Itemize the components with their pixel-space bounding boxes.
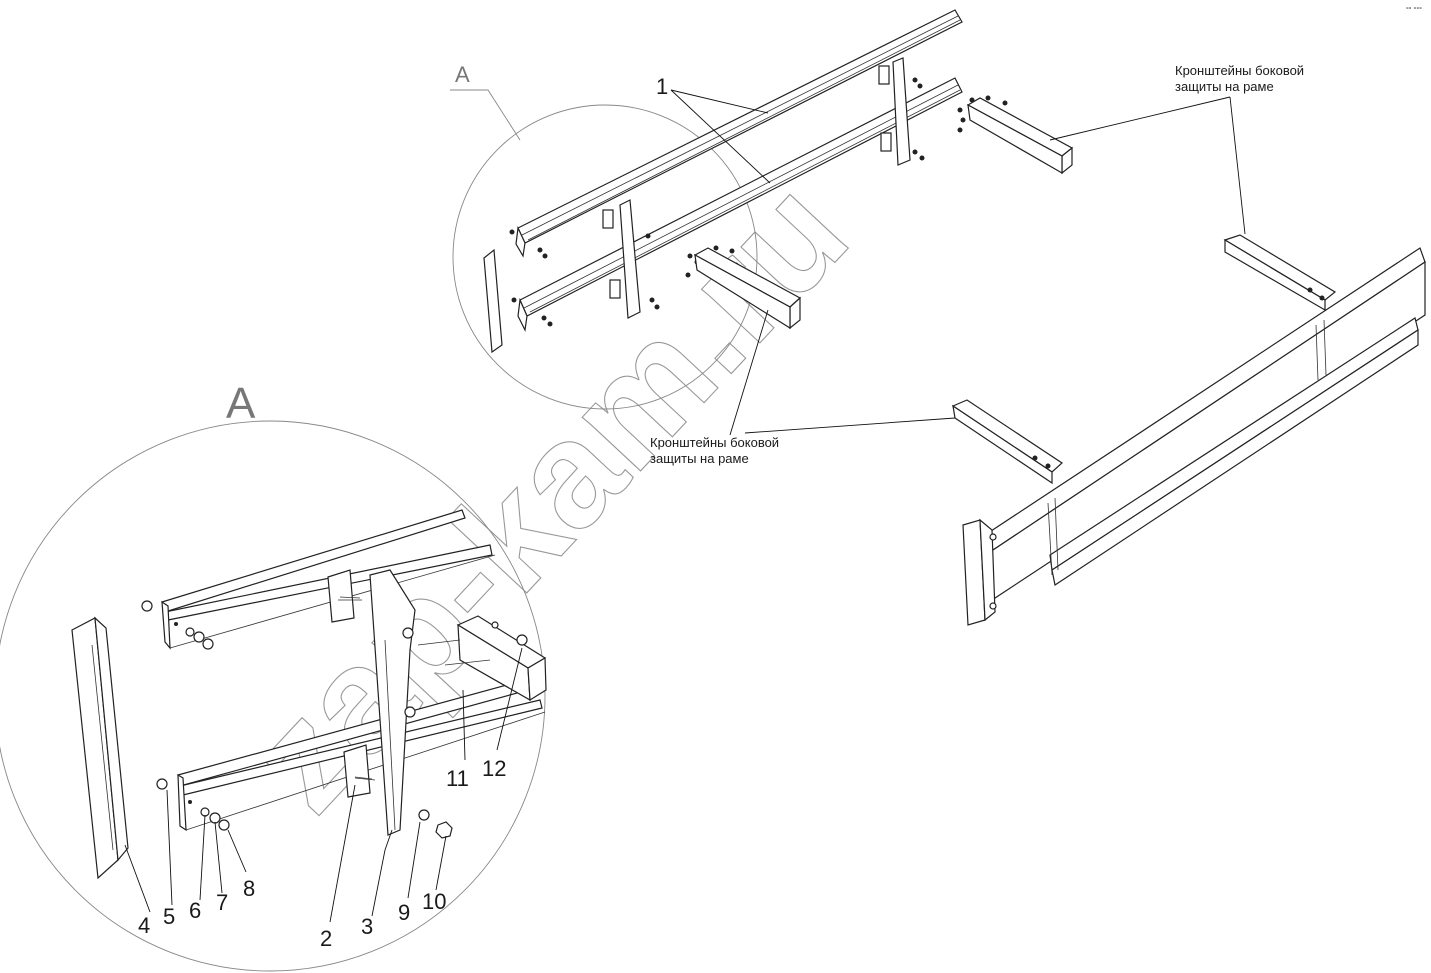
frame-bracket-upper xyxy=(1223,234,1337,312)
part-number-7: 7 xyxy=(216,890,228,915)
detail-label-small: A xyxy=(455,62,470,87)
detail-circle-large xyxy=(0,420,546,972)
callout-brackets-top-line1: Кронштейны боковой xyxy=(1175,63,1304,78)
detail-bracket-tube xyxy=(417,615,547,702)
detail-label-large: A xyxy=(226,379,256,428)
fasteners-top xyxy=(509,77,1008,327)
detail-circle-small xyxy=(450,89,758,410)
detail-end-cap xyxy=(71,616,129,880)
part-number-3: 3 xyxy=(361,914,373,939)
callout-brackets-mid-line1: Кронштейны боковой xyxy=(650,435,779,450)
part-number-6: 6 xyxy=(189,898,201,923)
frame-bracket-lower xyxy=(951,399,1063,485)
part-number-2: 2 xyxy=(320,926,332,951)
end-cap-small xyxy=(483,248,503,354)
detail-fasteners xyxy=(141,596,453,839)
callout-brackets-top-line2: защиты на раме xyxy=(1175,79,1274,94)
side-bracket-top-left xyxy=(693,247,802,330)
part-number-5: 5 xyxy=(163,904,175,929)
part-number-12: 12 xyxy=(482,756,506,781)
post-left xyxy=(602,199,641,319)
detail-plate-lower xyxy=(343,744,376,798)
post-right xyxy=(878,57,911,166)
part-leaders xyxy=(124,647,523,923)
callout-brackets-mid-line2: защиты на раме xyxy=(650,451,749,466)
part-number-8: 8 xyxy=(243,876,255,901)
part-number-9: 9 xyxy=(398,900,410,925)
part-number-1: 1 xyxy=(656,74,668,99)
detail-post xyxy=(369,569,416,836)
part-number-10: 10 xyxy=(422,889,446,914)
upper-rail xyxy=(515,9,963,258)
corner-mark: °° °°° xyxy=(1406,6,1422,14)
part-number-11: 11 xyxy=(446,766,469,791)
frame-right xyxy=(962,247,1426,626)
detail-plate-upper xyxy=(327,569,362,623)
part-number-4: 4 xyxy=(138,913,150,938)
side-bracket-top-right xyxy=(966,97,1074,175)
